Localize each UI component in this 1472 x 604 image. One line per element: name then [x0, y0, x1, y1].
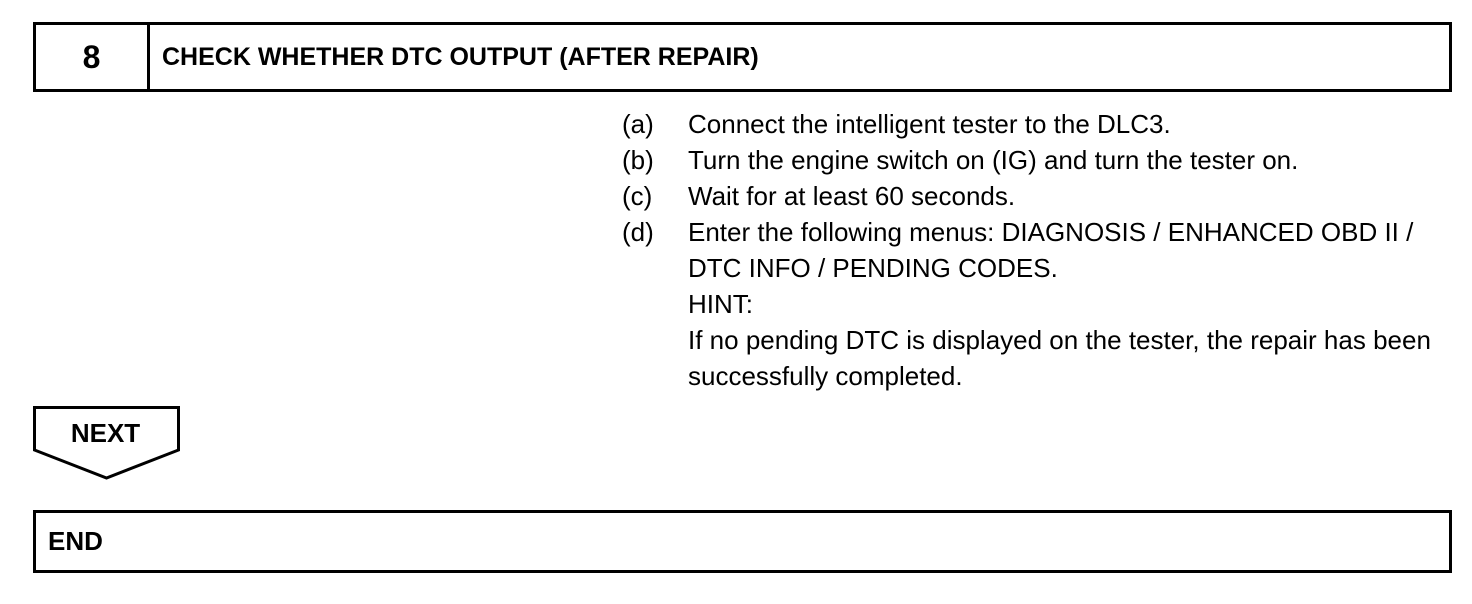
step-item-b: (b) Turn the engine switch on (IG) and t…: [622, 142, 1442, 178]
step-letter: (c): [622, 181, 653, 211]
step-letter: (b): [622, 145, 654, 175]
step-letter: (d): [622, 217, 654, 247]
step-item-c: (c) Wait for at least 60 seconds.: [622, 178, 1442, 214]
step-title: CHECK WHETHER DTC OUTPUT (AFTER REPAIR): [162, 42, 759, 71]
step-text: Connect the intelligent tester to the DL…: [688, 109, 1171, 139]
step-item-a: (a) Connect the intelligent tester to th…: [622, 106, 1442, 142]
step-item-d: (d) Enter the following menus: DIAGNOSIS…: [622, 214, 1442, 394]
step-header: 8 CHECK WHETHER DTC OUTPUT (AFTER REPAIR…: [33, 22, 1452, 92]
next-label: NEXT: [70, 418, 141, 448]
step-d-text: Enter the following menus: DIAGNOSIS / E…: [688, 217, 1414, 283]
step-text: Enter the following menus: DIAGNOSIS / E…: [688, 214, 1442, 394]
hint-text: If no pending DTC is displayed on the te…: [688, 325, 1431, 391]
procedure-steps: (a) Connect the intelligent tester to th…: [622, 106, 1442, 394]
end-box: END: [33, 510, 1452, 573]
hint-label: HINT:: [688, 289, 753, 319]
step-number: 8: [36, 25, 150, 89]
next-arrow-icon: [33, 406, 180, 480]
next-button[interactable]: NEXT: [33, 406, 180, 482]
step-letter: (a): [622, 109, 654, 139]
step-text: Wait for at least 60 seconds.: [688, 181, 1016, 211]
step-text: Turn the engine switch on (IG) and turn …: [688, 145, 1299, 175]
